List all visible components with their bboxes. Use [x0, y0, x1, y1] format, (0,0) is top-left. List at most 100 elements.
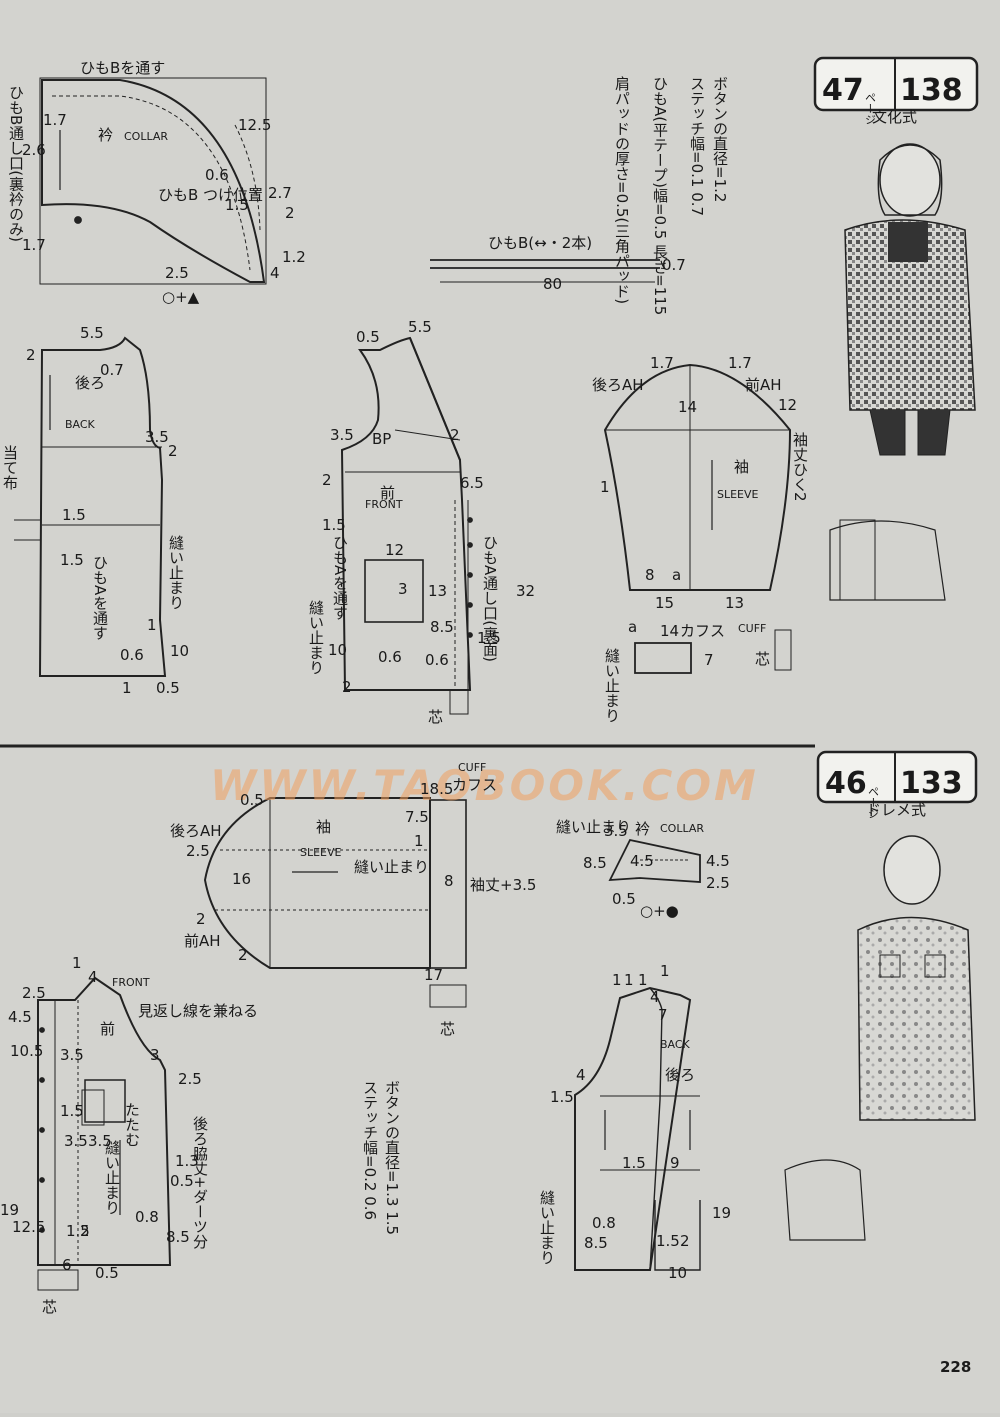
b-sleeve-d4: 2 — [196, 910, 206, 928]
sleeve-labels-bottom: 後ろAH 前AH 袖 SLEEVE 縫い止まり 袖丈+3.5 カフス CUFF … — [170, 761, 536, 1038]
collar-title-en: COLLAR — [124, 130, 168, 143]
b-collar-stop: 縫い止まり — [556, 818, 631, 836]
b-sleeve-cuff-en: CUFF — [458, 761, 486, 774]
collar-marks: ○+▲ — [162, 288, 200, 306]
b-sleeve-d7: 7.5 — [405, 808, 429, 826]
sleeve-d4: 12 — [778, 396, 797, 414]
b-back-d6: 7 — [658, 1006, 668, 1024]
b-sleeve-title-en: SLEEVE — [300, 846, 342, 859]
cord-b-width: 0.7 — [662, 256, 686, 274]
b-front-side: 後ろ脇丈+ダーツ分 — [191, 1116, 209, 1250]
front-labels-bottom: 前 FRONT 見返し線を兼ねる たたむ 縫い止まり 後ろ脇丈+ダーツ分 芯 1… — [0, 954, 258, 1316]
cord-b-length: 80 — [543, 275, 562, 293]
badge-bottom: 46 ページ 133 ドレメ式 — [816, 750, 978, 819]
sleeve-pattern-bottom — [203, 797, 467, 1008]
cuff-title-en: CUFF — [738, 622, 766, 635]
badge-top-right: 138 — [900, 73, 963, 108]
sleeve-d5: 1 — [600, 478, 610, 496]
front-bp: BP — [372, 430, 391, 448]
b-sleeve-cuff: カフス — [452, 776, 497, 794]
b-front-facing: 見返し線を兼ねる — [138, 1002, 258, 1020]
front-fold: 芯 — [428, 708, 443, 726]
b-front-d15: 12.5 — [12, 1218, 45, 1236]
back-stop: 縫い止まり — [167, 535, 185, 610]
b-front-d5: 10.5 — [10, 1042, 43, 1060]
badge-top-mid: ページ — [864, 92, 877, 125]
front-cord: ひもAを通す — [331, 535, 349, 620]
front-pattern-top — [340, 336, 473, 715]
collar-labels-bottom: 衿 COLLAR 縫い止まり 3.5 8.5 4.5 4.5 2.5 0.5 ○… — [556, 818, 730, 920]
collar-cord-position: ひもB つけ位置 — [158, 186, 263, 204]
b-back-stop: 縫い止まり — [538, 1190, 556, 1265]
b-sleeve-d1: 0.5 — [240, 791, 264, 809]
cuff-pattern-top — [634, 629, 792, 674]
back-d7: 1.5 — [60, 551, 84, 569]
b-front-d2: 4 — [88, 968, 98, 986]
back-d1: 5.5 — [80, 324, 104, 342]
b-back-d5: 4 — [650, 988, 660, 1006]
b-front-d10: 3.5 — [64, 1132, 88, 1150]
collar-d3: 12.5 — [238, 116, 271, 134]
b-back-d4: 1 — [660, 962, 670, 980]
cuff-fold: 芯 — [755, 650, 770, 668]
sleeve-pattern-top — [603, 363, 792, 591]
b-sleeve-front-ah: 前AH — [184, 932, 221, 950]
top-note-4: 肩パッドの厚さ=0.5(三角パッド) — [613, 76, 631, 304]
collar-d6: 2.7 — [268, 184, 292, 202]
b-front-d14: 19 — [0, 1201, 19, 1219]
front-d14: 10 — [328, 641, 347, 659]
collar-d7: 2 — [285, 204, 295, 222]
b-sleeve-d2: 2.5 — [186, 842, 210, 860]
b-collar-d4: 4.5 — [706, 852, 730, 870]
back-d5: 2 — [168, 442, 178, 460]
collar-title: 衿 — [98, 126, 113, 144]
b-front-title: 前 — [100, 1020, 115, 1038]
collar-d4: 0.6 — [205, 166, 229, 184]
top-notes: ボタンの直径=1.2 ステッチ幅=0.1 0.7 ひもA(平テープ)幅=0.5 … — [613, 76, 729, 315]
b-collar-d2: 8.5 — [583, 854, 607, 872]
b-back-d7: 4 — [576, 1066, 586, 1084]
bottom-note-2: ステッチ幅=0.2 0.6 — [361, 1080, 379, 1220]
collar-d9: 4 — [270, 264, 280, 282]
front-d8: 12 — [385, 541, 404, 559]
collar-pattern-bottom — [608, 838, 701, 883]
b-back-d12: 0.8 — [592, 1214, 616, 1232]
bottom-note-1: ボタンの直径=1.3 1.5 — [383, 1080, 401, 1235]
cord-b-strip — [430, 259, 660, 283]
b-back-d9: 1.5 — [622, 1154, 646, 1172]
badge-bottom-caption: ドレメ式 — [866, 801, 926, 819]
front-cord-opening: ひもA通し口(裏面) — [481, 535, 499, 662]
collar-d5: 1.5 — [225, 196, 249, 214]
back-pattern-top — [14, 336, 167, 677]
b-back-d1: 1 — [612, 971, 622, 989]
cord-b-labels: ひもB(↔・2本) 80 0.7 — [488, 234, 686, 293]
cuff-stop: 縫い止まり — [603, 648, 621, 723]
b-sleeve-d3: 16 — [232, 870, 251, 888]
back-title-en: BACK — [65, 418, 96, 431]
back-d8: 1 — [147, 616, 157, 634]
b-collar-d5: 2.5 — [706, 874, 730, 892]
collar-d11: 1.7 — [22, 236, 46, 254]
b-front-d18: 6 — [62, 1256, 72, 1274]
front-title: 前 — [380, 484, 395, 502]
badge-bottom-right: 133 — [900, 766, 963, 801]
sleeve-labels-top: 後ろAH 前AH 袖 SLEEVE 袖丈ひく2 1.7 1.7 14 12 1 … — [592, 354, 809, 612]
b-sleeve-fold: 芯 — [440, 1020, 455, 1038]
top-note-1: ボタンの直径=1.2 — [711, 76, 729, 202]
back-facing: 当て布 — [1, 445, 19, 490]
front-d10: 13 — [428, 582, 447, 600]
b-collar-d1: 3.5 — [604, 822, 628, 840]
b-back-d8: 1.5 — [550, 1088, 574, 1106]
watermark: WWW.TAOBOOK.COM — [210, 761, 759, 810]
back-d3: 0.7 — [100, 361, 124, 379]
front-d12: 32 — [516, 582, 535, 600]
front-d11: 8.5 — [430, 618, 454, 636]
b-back-d15: 2 — [680, 1232, 690, 1250]
cuff-title: カフス — [680, 622, 725, 640]
b-back-d16: 10 — [668, 1264, 687, 1282]
b-front-d13: 0.5 — [170, 1172, 194, 1190]
b-back-title: 後ろ — [665, 1066, 695, 1084]
sleeve-d7: 15 — [655, 594, 674, 612]
